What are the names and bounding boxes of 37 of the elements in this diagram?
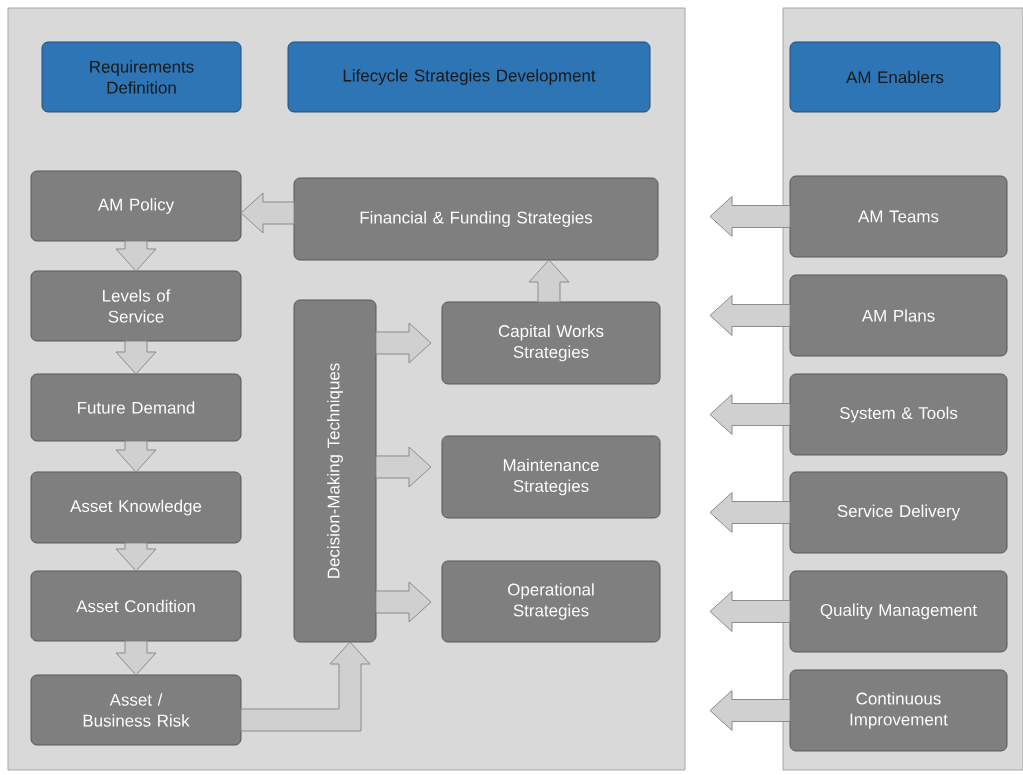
block-arrow [709,196,791,237]
header-box: AM Enablers [789,41,1001,113]
block-arrow [375,581,432,623]
block-arrow [240,192,295,234]
process-box: Levels of Service [30,270,242,342]
process-box: AM Policy [30,170,242,242]
process-box: Asset Knowledge [30,471,242,544]
header-box: Lifecycle Strategies Development [287,41,651,113]
process-box: AM Plans [789,274,1008,357]
process-box: Quality Management [789,570,1008,653]
process-box: Financial & Funding Strategies [293,177,659,261]
process-box: Service Delivery [789,471,1008,554]
block-arrow [709,394,791,435]
block-arrow [709,492,791,533]
process-box: Operational Strategies [441,560,661,643]
block-arrow [115,542,157,572]
block-arrow [709,690,791,731]
block-arrow [240,641,371,732]
process-box: Maintenance Strategies [441,435,661,519]
block-arrow [709,591,791,632]
block-arrow [115,640,157,676]
process-box: System & Tools [789,373,1008,456]
block-arrow [115,340,157,375]
process-box: Asset Condition [30,570,242,642]
block-arrow [115,240,157,272]
process-box: Continuous Improvement [789,669,1008,752]
process-box: Decision-Making Techniques [293,299,377,643]
header-box: Requirements Definition [41,41,242,113]
process-box: Asset / Business Risk [30,674,242,746]
block-arrow [375,322,432,364]
block-arrow [375,446,432,488]
process-box: Capital Works Strategies [441,301,661,385]
process-box: Future Demand [30,373,242,442]
process-box: AM Teams [789,175,1008,258]
block-arrow [709,295,791,336]
block-arrow [528,259,570,303]
block-arrow [115,440,157,473]
